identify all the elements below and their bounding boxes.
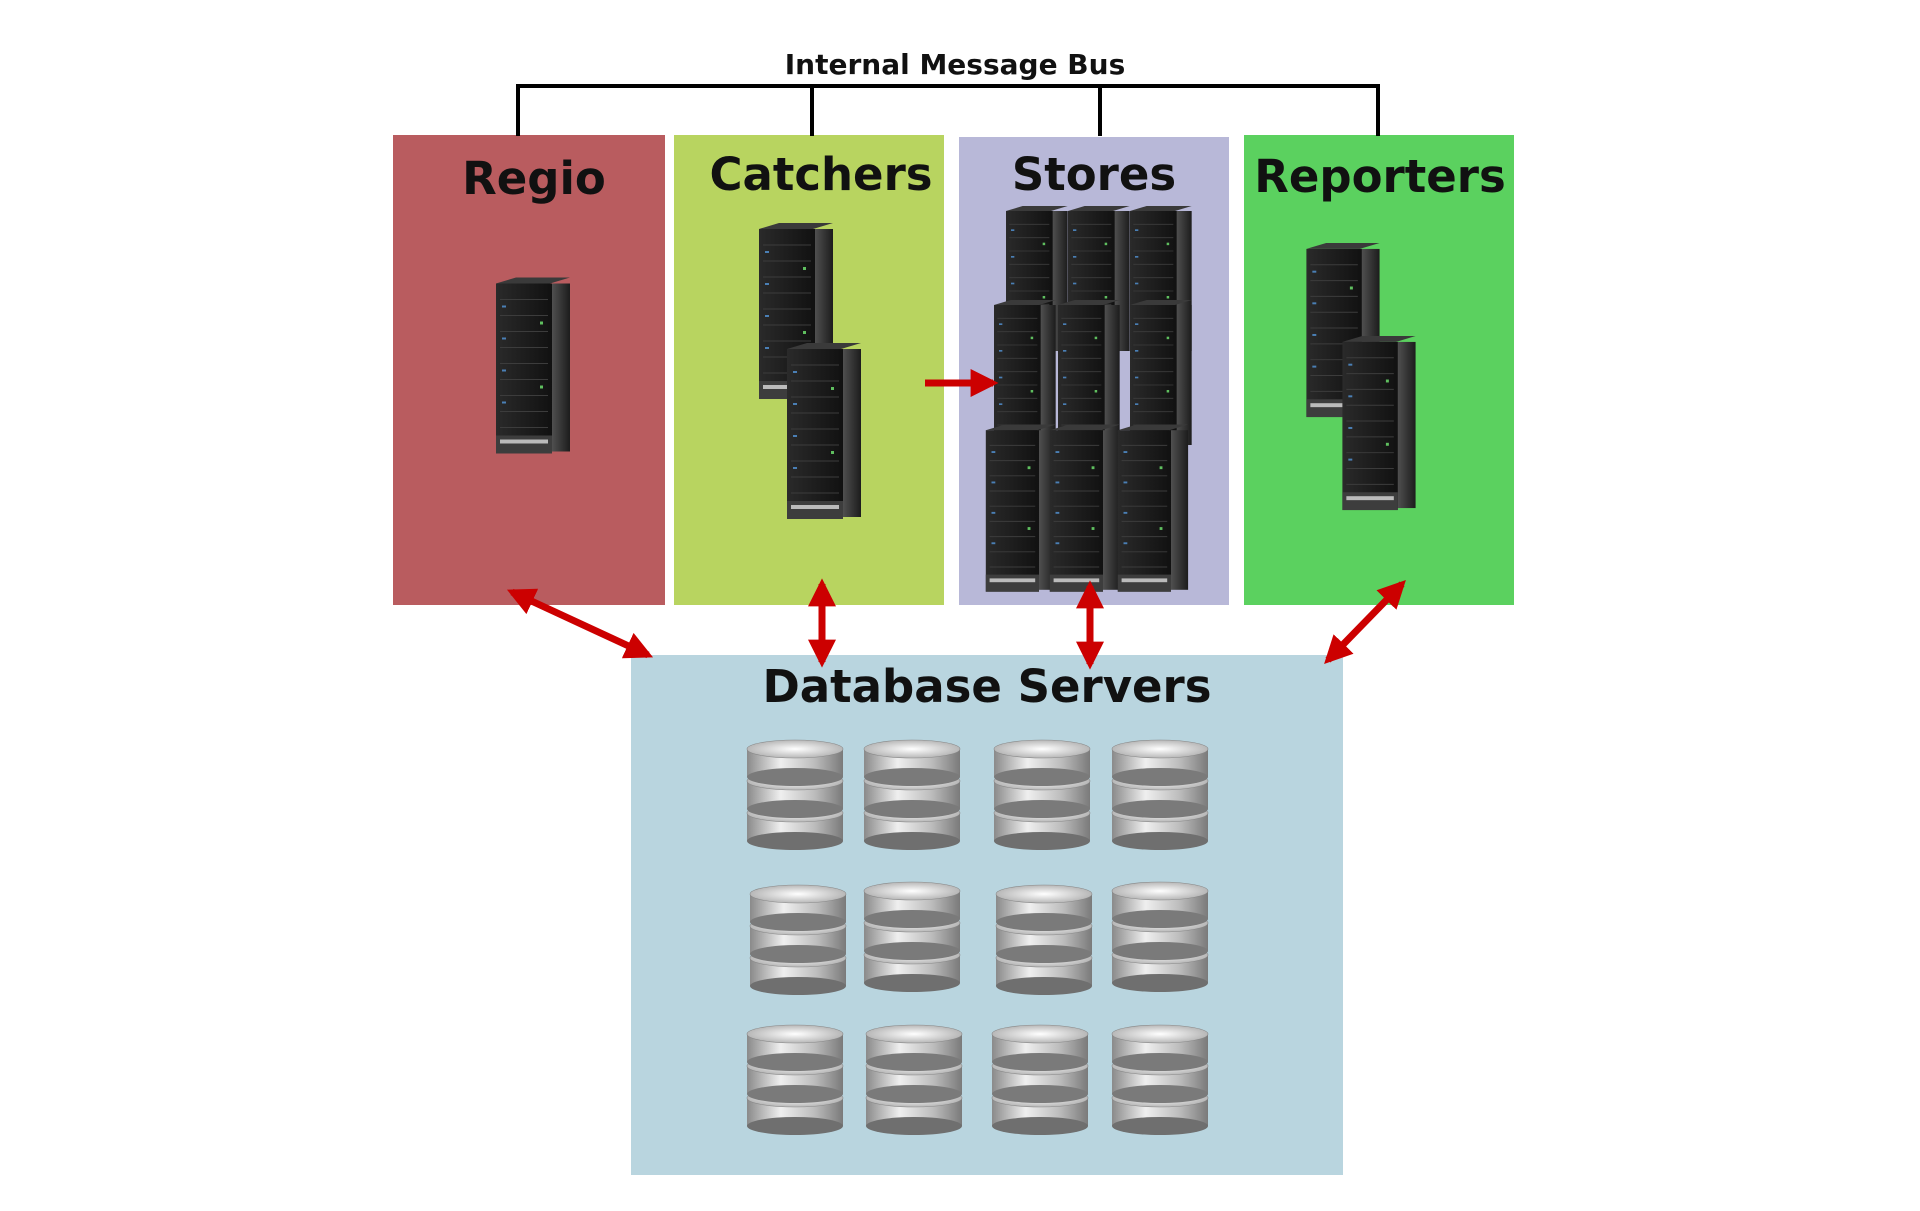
catchers-group bbox=[674, 135, 944, 605]
reporters-title: Reporters bbox=[1254, 150, 1506, 203]
bus-label: Internal Message Bus bbox=[784, 48, 1126, 81]
stores-title: Stores bbox=[1011, 148, 1177, 201]
regio-title: Regio bbox=[462, 152, 606, 205]
regio-group bbox=[393, 135, 665, 605]
message-bus-connector bbox=[516, 84, 1380, 136]
database-servers-title: Database Servers bbox=[762, 660, 1212, 713]
catchers-title: Catchers bbox=[709, 148, 933, 201]
database-servers-group bbox=[631, 655, 1343, 1175]
stores-group bbox=[959, 137, 1229, 605]
reporters-group bbox=[1244, 135, 1514, 605]
